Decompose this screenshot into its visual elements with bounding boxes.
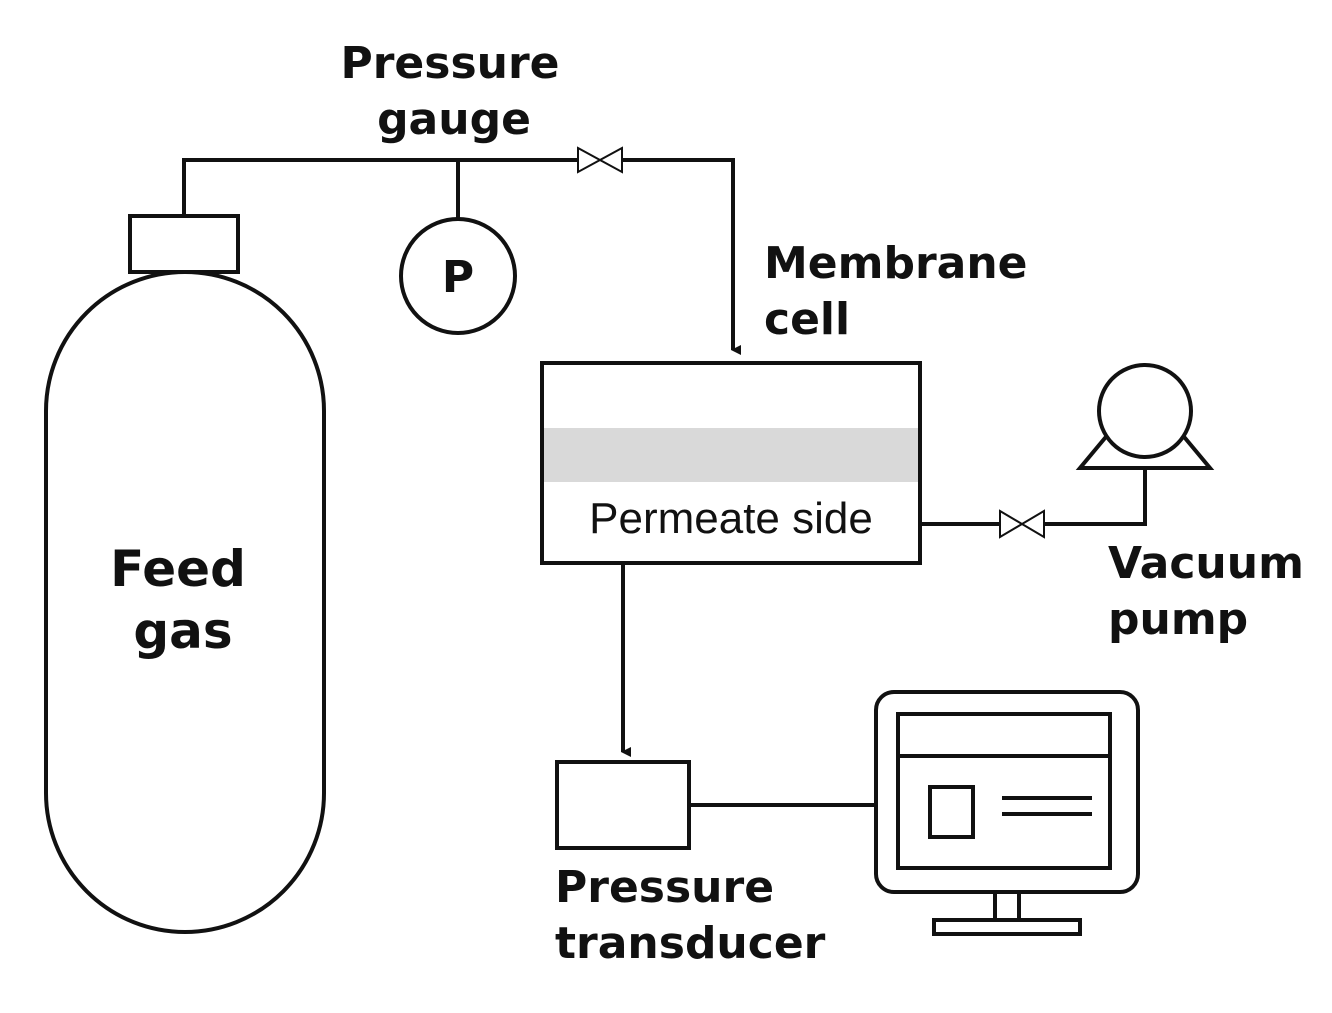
pressure-gauge-label-line2: gauge <box>377 94 531 145</box>
permeate-side-label: Permeate side <box>589 494 873 543</box>
pressure-transducer-icon <box>555 760 691 850</box>
vacuum-pump-label-line1: Vacuum <box>1108 538 1304 589</box>
membrane-cell-label-line2: cell <box>764 294 850 345</box>
valve-icon <box>999 509 1045 539</box>
feed-gas-label-line1: Feed <box>110 540 246 598</box>
pressure-transducer-label-line2: transducer <box>555 918 826 969</box>
pressure-gauge-icon <box>399 160 517 335</box>
gauge-symbol: P <box>442 252 474 303</box>
valve-icon <box>577 146 623 174</box>
vacuum-line <box>920 470 1147 526</box>
feed-line-to-cell <box>622 158 741 355</box>
membrane-cell-icon <box>540 361 922 565</box>
membrane-cell-label-line1: Membrane <box>764 238 1028 289</box>
feed-line <box>182 158 578 216</box>
computer-monitor-icon <box>874 690 1140 936</box>
feed-gas-label-line2: gas <box>133 602 232 660</box>
vacuum-pump-label-line2: pump <box>1108 594 1248 645</box>
pressure-gauge-label-line1: Pressure <box>340 38 559 89</box>
vacuum-pump-icon <box>1075 363 1215 470</box>
pressure-transducer-label-line1: Pressure <box>555 862 774 913</box>
